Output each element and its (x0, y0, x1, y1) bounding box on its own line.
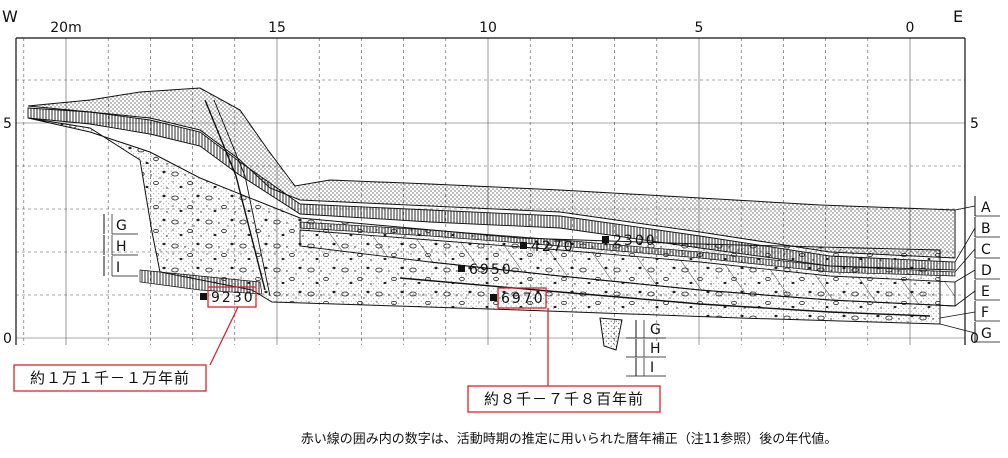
date-2300: 2300 (602, 233, 657, 249)
left-layer-labels: GHI (103, 214, 138, 277)
svg-text:D: D (981, 263, 992, 279)
svg-text:約１万１千－１万年前: 約１万１千－１万年前 (30, 369, 190, 387)
x-tick-label: 10 (479, 20, 497, 36)
date-9230: 9230 (200, 286, 257, 308)
layer-leader-line (954, 290, 976, 307)
callout-c2: 約８千－７千８百年前 (467, 308, 661, 413)
layer-label-C: C (974, 238, 1000, 259)
svg-text:G: G (981, 326, 992, 342)
svg-text:9230: 9230 (211, 290, 255, 306)
svg-text:I: I (116, 260, 120, 276)
layer-label-F: F (974, 301, 1000, 322)
svg-text:B: B (981, 221, 991, 237)
layer-leader-line (954, 269, 976, 283)
y-tick-label-right: 0 (970, 331, 979, 347)
svg-text:A: A (981, 200, 991, 216)
layer-f-line (399, 277, 931, 317)
x-tick-label: 20m (50, 20, 81, 36)
svg-text:I: I (650, 360, 654, 376)
x-tick-label: 0 (906, 20, 915, 36)
pit-feature (599, 317, 623, 351)
east-label: E (953, 7, 963, 26)
layer-e-line (429, 261, 956, 307)
date-labels: 4270 2300 6950 9230 6970 (200, 233, 657, 309)
fault-line-secondary (213, 99, 271, 297)
bottom-layer-label-I: I (626, 358, 666, 377)
layer-label-E: E (974, 280, 1000, 301)
svg-text:H: H (116, 239, 127, 255)
bottom-layer-label-H: H (626, 339, 666, 358)
layer-left-strip (139, 269, 263, 295)
layer-leader-line (954, 227, 976, 263)
date-6970: 6970 (490, 287, 547, 309)
fault-line (204, 99, 266, 291)
left-layer-label-H: H (103, 235, 138, 256)
svg-text:F: F (981, 305, 989, 321)
svg-text:6970: 6970 (501, 291, 545, 307)
svg-text:C: C (981, 242, 991, 258)
left-layer-label-G: G (103, 214, 138, 235)
svg-text:6950: 6950 (469, 262, 513, 278)
layer-label-A: A (974, 196, 1000, 217)
y-tick-label-right: 5 (970, 116, 979, 132)
x-tick-label: 15 (268, 20, 286, 36)
date-6950: 6950 (458, 262, 513, 278)
svg-text:H: H (650, 341, 661, 357)
svg-text:E: E (981, 284, 990, 300)
layer-leader-line (954, 205, 976, 211)
svg-text:4270: 4270 (531, 239, 575, 255)
layer-label-G: G (974, 322, 1000, 343)
y-tick-label-left: 5 (3, 116, 12, 132)
layer-leader-line (939, 311, 976, 319)
x-tick-label: 5 (695, 20, 704, 36)
svg-text:2300: 2300 (613, 233, 657, 249)
svg-text:約８千－７千８百年前: 約８千－７千８百年前 (484, 390, 644, 408)
layer-label-D: D (974, 259, 1000, 280)
west-label: W (2, 7, 18, 26)
layer-label-B: B (974, 217, 1000, 238)
callout-c1: 約１万１千－１万年前 (13, 306, 239, 392)
bottom-layer-label-G: G (626, 320, 666, 339)
layer-leader-line (954, 248, 976, 273)
svg-text:G: G (116, 218, 127, 234)
layer-leader-line (939, 323, 976, 334)
date-4270: 4270 (520, 239, 575, 255)
bottom-layer-labels: GHI (626, 320, 666, 377)
layer-c-strip (299, 221, 956, 277)
left-layer-label-I: I (103, 256, 138, 277)
svg-text:G: G (650, 322, 661, 338)
figure-caption: 赤い線の囲み内の数字は、活動時期の推定に用いられた暦年補正（注11参照）後の年代… (300, 432, 838, 447)
y-tick-label-left: 0 (3, 331, 12, 347)
